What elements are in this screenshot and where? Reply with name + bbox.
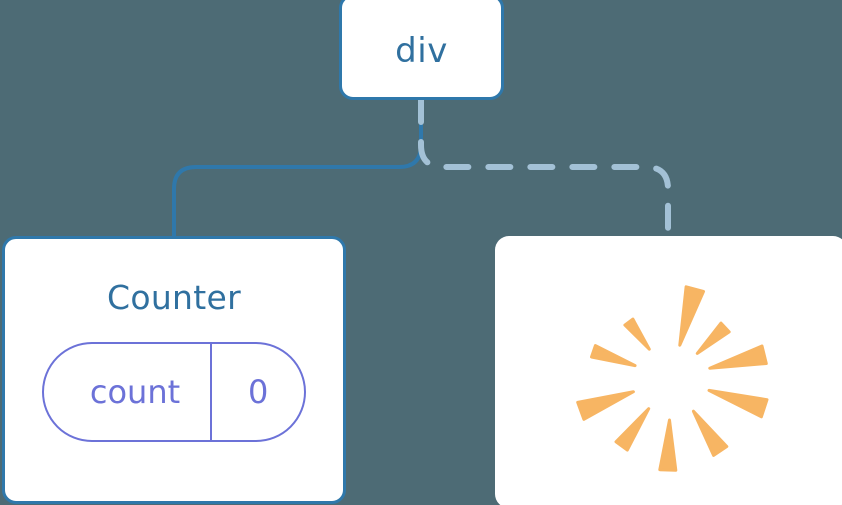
state-pill-count[interactable]: count 0 (41, 342, 307, 442)
burst-ray-0 (678, 285, 705, 347)
sparkle-burst-icon (576, 285, 769, 472)
node-counter[interactable]: Counter count 0 (2, 236, 346, 504)
node-mystery[interactable] (495, 236, 842, 505)
burst-ray-7 (576, 390, 635, 421)
burst-ray-5 (658, 418, 678, 472)
node-div-title: div (395, 31, 448, 71)
edge-div-to-counter (172, 98, 423, 238)
node-counter-title: Counter (107, 278, 241, 317)
burst-ray-1 (695, 321, 731, 355)
node-div[interactable]: div (339, 0, 504, 100)
edge-div-to-mystery (418, 97, 671, 239)
burst-ray-8 (590, 344, 637, 368)
state-key-label: count (44, 344, 213, 440)
burst-ray-6 (614, 407, 651, 452)
burst-ray-3 (707, 388, 769, 419)
burst-ray-4 (691, 409, 729, 457)
state-value-label: 0 (247, 373, 269, 411)
burst-ray-9 (623, 317, 651, 351)
burst-ray-2 (708, 344, 768, 370)
